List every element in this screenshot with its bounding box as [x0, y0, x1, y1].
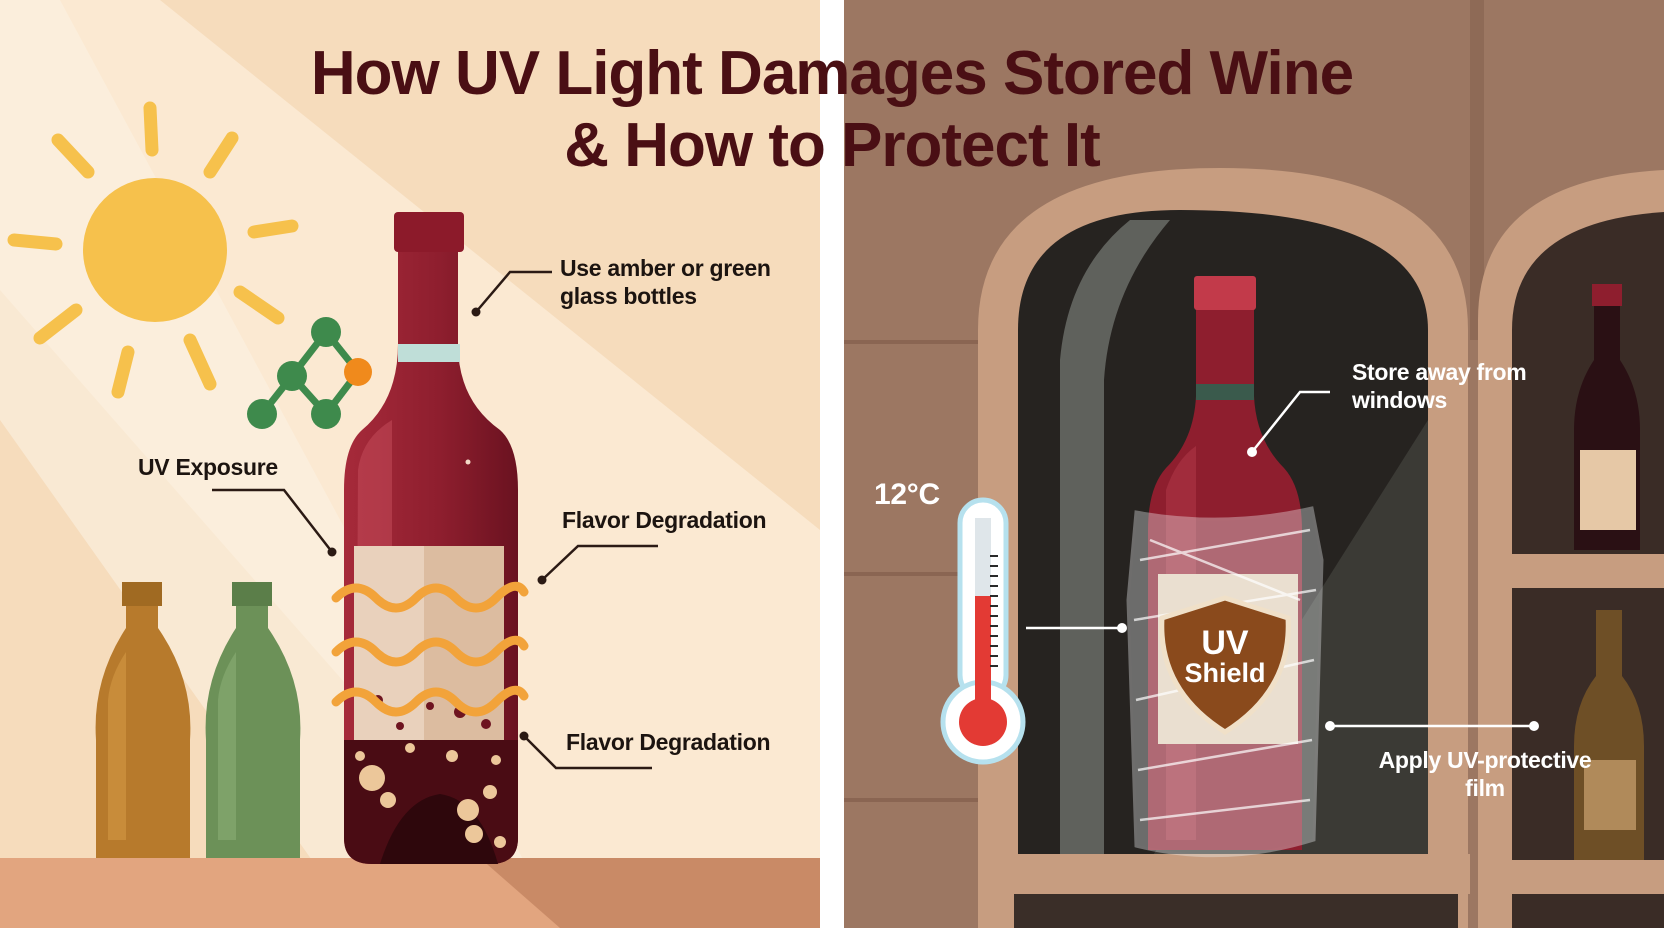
molecule-icon — [247, 317, 372, 429]
label-glass-bottles: Use amber or green glass bottles — [560, 255, 771, 309]
wine-bottle-icon — [331, 212, 529, 864]
right-callout-lines — [1026, 390, 1534, 728]
shield-icon — [1159, 595, 1291, 735]
thermometer-icon — [940, 497, 1026, 765]
label-uv-exposure: UV Exposure — [138, 454, 278, 480]
uv-wave-lines — [331, 581, 529, 717]
title-line-1: How UV Light Damages Stored Wine — [310, 39, 1354, 108]
panel-divider — [820, 0, 844, 928]
wine-bottle-icon-protected — [1126, 276, 1324, 858]
label-flavor-degradation-2: Flavor Degradation — [566, 729, 771, 755]
label-flavor-degradation-1: Flavor Degradation — [562, 507, 767, 533]
label-uv-protective-film: Apply UV-protective film — [1378, 747, 1592, 801]
green-bottle-icon — [205, 582, 301, 858]
label-store-away-from-windows: Store away from windows — [1352, 359, 1527, 413]
shield-label-line-2: Shield — [1184, 658, 1266, 688]
sun-icon — [7, 101, 299, 399]
left-callout-lines — [212, 270, 658, 770]
shield-label-line-1: UV — [1201, 624, 1249, 662]
amber-bottle-icon — [95, 582, 191, 858]
title-line-2: & How to Protect It — [564, 111, 1101, 180]
left-panel — [0, 0, 820, 928]
wine-rack-icon — [978, 168, 1664, 928]
page-title: How UV Light Damages Stored Wine & How t… — [0, 38, 1664, 182]
right-panel — [844, 0, 1664, 928]
shield-label: UV Shield — [1162, 624, 1288, 688]
temperature-readout: 12°C — [874, 478, 940, 511]
